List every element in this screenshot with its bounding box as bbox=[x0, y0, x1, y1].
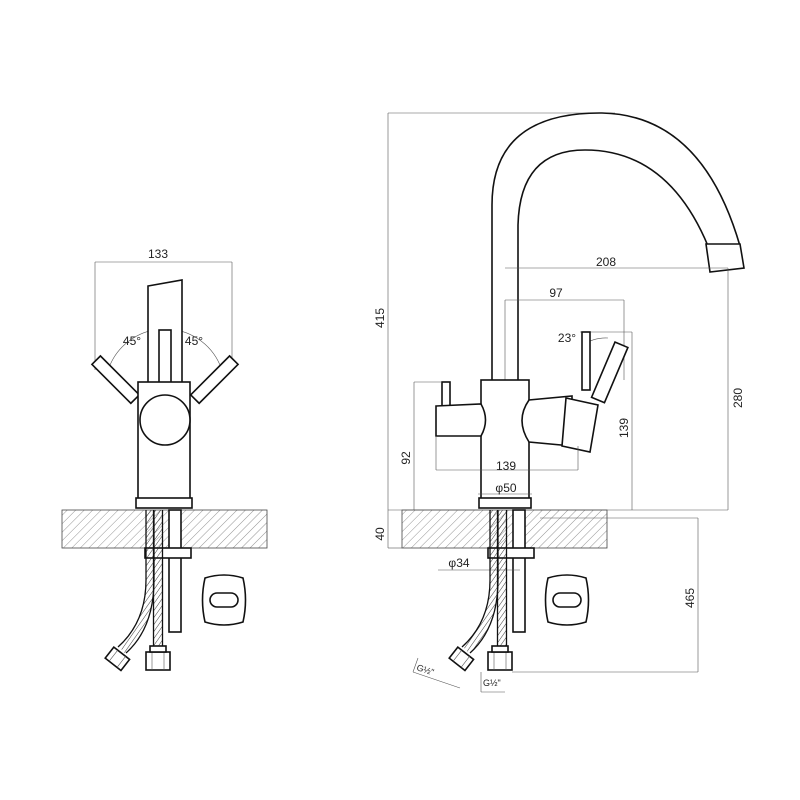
front-lever-right bbox=[189, 354, 240, 405]
side-hose-left bbox=[462, 510, 499, 654]
front-countertop bbox=[61, 509, 268, 549]
front-shank bbox=[168, 509, 182, 633]
counter-40-dimension: 40 bbox=[373, 510, 402, 549]
height-280-label: 280 bbox=[731, 388, 745, 408]
body-height-139-label: 139 bbox=[617, 418, 631, 438]
lever-92-label: 92 bbox=[399, 451, 413, 465]
lever-92-dimension: 92 bbox=[399, 381, 442, 510]
front-cartridge bbox=[201, 574, 247, 626]
reach-208-dimension: 208 bbox=[505, 255, 728, 269]
side-lever-right-handle bbox=[590, 340, 629, 404]
front-angle-left-label: 45° bbox=[123, 334, 141, 348]
width-139-dimension: 139 bbox=[435, 436, 579, 473]
side-fitting-left bbox=[448, 645, 475, 672]
thread-right-callout: G½" bbox=[480, 672, 505, 693]
width-139-label: 139 bbox=[496, 459, 516, 473]
side-lever-left bbox=[435, 403, 487, 437]
height-415-dimension: 415 bbox=[373, 112, 615, 511]
front-fitting-right bbox=[145, 645, 171, 671]
front-base-ring bbox=[135, 497, 193, 509]
front-width-label: 133 bbox=[148, 247, 168, 261]
reach-208-label: 208 bbox=[596, 255, 616, 269]
base-50-dimension: φ50 bbox=[478, 481, 532, 495]
hose-465-label: 465 bbox=[683, 588, 697, 608]
front-hose-left bbox=[118, 510, 155, 654]
counter-40-label: 40 bbox=[373, 527, 387, 541]
side-lever-left-stem bbox=[441, 381, 451, 409]
height-280-dimension: 280 bbox=[540, 268, 745, 511]
side-spout-tip bbox=[705, 243, 745, 273]
side-cartridge bbox=[544, 574, 590, 626]
thread-left-label: G½" bbox=[415, 662, 435, 677]
hose-465-dimension: 465 bbox=[512, 517, 699, 673]
front-handle-hub bbox=[139, 394, 191, 446]
side-nut bbox=[487, 547, 535, 559]
front-nut bbox=[144, 547, 192, 559]
angle-23-label: 23° bbox=[558, 331, 576, 345]
front-width-dimension: 133 bbox=[94, 247, 233, 370]
height-415-label: 415 bbox=[373, 308, 387, 328]
front-view: 133 45° 45° bbox=[61, 247, 268, 672]
front-lever-left bbox=[90, 354, 141, 405]
thread-left-callout: G½" bbox=[412, 657, 461, 689]
side-lever-right-cap bbox=[561, 397, 599, 453]
offset-97-dimension: 97 bbox=[504, 286, 625, 380]
hole-34-label: φ34 bbox=[448, 556, 469, 570]
side-shank bbox=[512, 509, 526, 633]
base-50-label: φ50 bbox=[495, 481, 516, 495]
side-base-ring bbox=[478, 497, 532, 509]
side-lever-right-stem bbox=[581, 331, 591, 391]
front-fitting-left bbox=[104, 645, 131, 672]
thread-right-label: G½" bbox=[483, 678, 501, 688]
side-fitting-right bbox=[487, 645, 513, 671]
offset-97-label: 97 bbox=[549, 286, 563, 300]
front-angle-right-label: 45° bbox=[185, 334, 203, 348]
side-view: 415 40 208 280 97 bbox=[373, 112, 745, 693]
